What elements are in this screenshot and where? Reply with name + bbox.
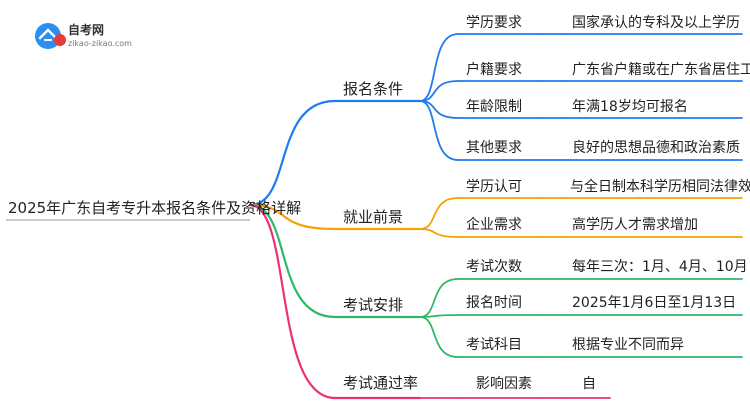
leaf-registration-time-detail[interactable]: 2025年1月6日至1月13日 [572,295,736,311]
logo-badge-icon [35,23,61,49]
child-connector [419,316,459,358]
topic-exam-frequency[interactable]: 考试次数 [466,259,522,275]
branch-registration-requirements[interactable]: 报名条件 [343,80,403,98]
topic-education-requirement[interactable]: 学历要求 [466,15,522,31]
topic-exam-subjects[interactable]: 考试科目 [466,337,522,353]
child-connector [419,278,459,318]
connection-lines [6,33,743,400]
leaf-factors-detail[interactable]: 自 [582,376,596,392]
leaf-demand-detail[interactable]: 高学历人才需求增加 [572,216,698,233]
leaf-frequency-detail[interactable]: 每年三次：1月、4月、10月 [572,259,748,275]
leaf-recognition-detail[interactable]: 与全日制本科学历相同法律效力 [570,178,750,195]
branch-pass-rate[interactable]: 考试通过率 [343,374,418,392]
leaf-household-detail[interactable]: 广东省户籍或在广东省居住工作 [572,61,750,78]
topic-degree-recognition[interactable]: 学历认可 [466,179,522,195]
topic-other-requirements[interactable]: 其他要求 [466,140,522,156]
branch-connector [248,99,337,207]
branch-connector [248,203,337,400]
logo-cap-icon [38,28,58,40]
leaf-education-detail[interactable]: 国家承认的专科及以上学历 [572,14,740,31]
topic-registration-time[interactable]: 报名时间 [466,295,522,311]
logo-pencil-icon [54,34,66,46]
leaf-age-detail[interactable]: 年满18岁均可报名 [572,99,688,115]
branch-exam-schedule[interactable]: 考试安排 [343,296,403,314]
branch-connector [248,203,337,231]
topic-enterprise-demand[interactable]: 企业需求 [466,216,522,233]
topic-age-limit[interactable]: 年龄限制 [466,99,522,115]
branch-employment-prospects[interactable]: 就业前景 [343,208,403,226]
child-connector [419,33,459,102]
leaf-subjects-detail[interactable]: 根据专业不同而异 [572,337,684,353]
child-connector [419,197,459,230]
child-connector [419,100,459,161]
root-topic[interactable]: 2025年广东自考专升本报名条件及资格详解 [8,199,301,217]
topic-household-requirement[interactable]: 户籍要求 [466,61,522,78]
child-connector [419,228,459,238]
leaf-other-detail[interactable]: 良好的思想品德和政治素质 [572,140,740,156]
child-connector [419,80,459,102]
topic-influencing-factors[interactable]: 影响因素 [476,376,532,392]
logo-subtitle: zikao-zikao.com [68,39,132,48]
logo: 自考网 zikao-zikao.com [35,22,132,49]
branch-connector [248,203,337,319]
logo-title: 自考网 [68,22,104,37]
